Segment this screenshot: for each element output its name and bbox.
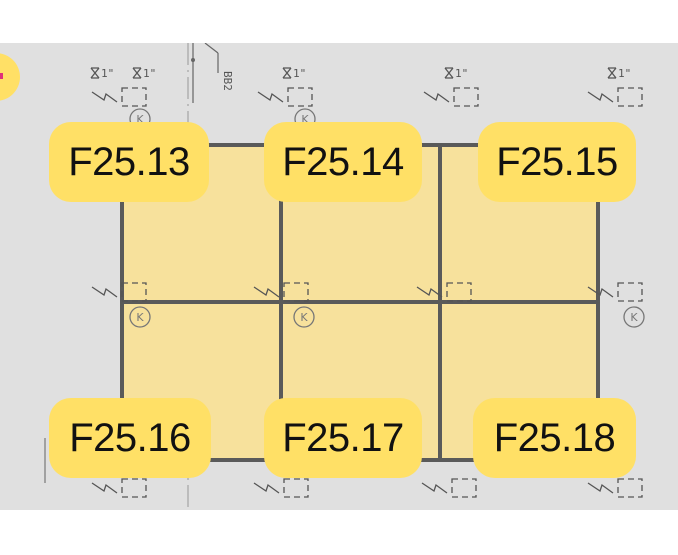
- electrical-outlet-icon: [421, 478, 477, 498]
- svg-text:K: K: [136, 311, 144, 324]
- svg-text:1": 1": [618, 67, 631, 80]
- booth-label-f25-18[interactable]: F25.18: [473, 398, 636, 478]
- offscreen-label-marker: [0, 53, 20, 101]
- electrical-outlet-icon: [257, 87, 313, 107]
- electrical-outlet-icon: [91, 282, 147, 302]
- connection-point-icon: K: [623, 306, 645, 328]
- electrical-outlet-icon: [253, 282, 309, 302]
- electrical-outlet-icon: [91, 478, 147, 498]
- electrical-outlet-icon: [416, 282, 472, 302]
- svg-text:K: K: [630, 311, 638, 324]
- floor-plan[interactable]: BB2 K K K K K 1" 1" 1" 1" 1" F25.13 F25.14 F25.1…: [0, 43, 678, 510]
- booth-label-f25-14[interactable]: F25.14: [264, 122, 422, 202]
- valve-icon: 1": [90, 67, 114, 80]
- electrical-outlet-icon: [587, 87, 643, 107]
- svg-text:1": 1": [455, 67, 468, 80]
- svg-text:1": 1": [143, 67, 156, 80]
- svg-text:K: K: [300, 311, 308, 324]
- electrical-outlet-icon: [253, 478, 309, 498]
- electrical-outlet-icon: [423, 87, 479, 107]
- electrical-outlet-icon: [587, 478, 643, 498]
- riser-code: BB2: [221, 71, 234, 91]
- booth-label-f25-15[interactable]: F25.15: [478, 122, 636, 202]
- svg-text:1": 1": [101, 67, 114, 80]
- svg-text:K: K: [301, 113, 309, 126]
- valve-icon: 1": [607, 67, 631, 80]
- booth-label-f25-16[interactable]: F25.16: [49, 398, 211, 478]
- svg-text:1": 1": [293, 67, 306, 80]
- electrical-outlet-icon: [587, 282, 643, 302]
- electrical-outlet-icon: [91, 87, 147, 107]
- booth-label-f25-17[interactable]: F25.17: [264, 398, 422, 478]
- connection-point-icon: K: [129, 306, 151, 328]
- valve-icon: 1": [282, 67, 306, 80]
- pipe-node: [191, 58, 195, 62]
- valve-icon: 1": [444, 67, 468, 80]
- booth-label-f25-13[interactable]: F25.13: [49, 122, 209, 202]
- valve-icon: 1": [132, 67, 156, 80]
- svg-text:K: K: [136, 113, 144, 126]
- pipe-line: [204, 43, 219, 54]
- connection-point-icon: K: [293, 306, 315, 328]
- offscreen-marker-accent: [0, 73, 3, 79]
